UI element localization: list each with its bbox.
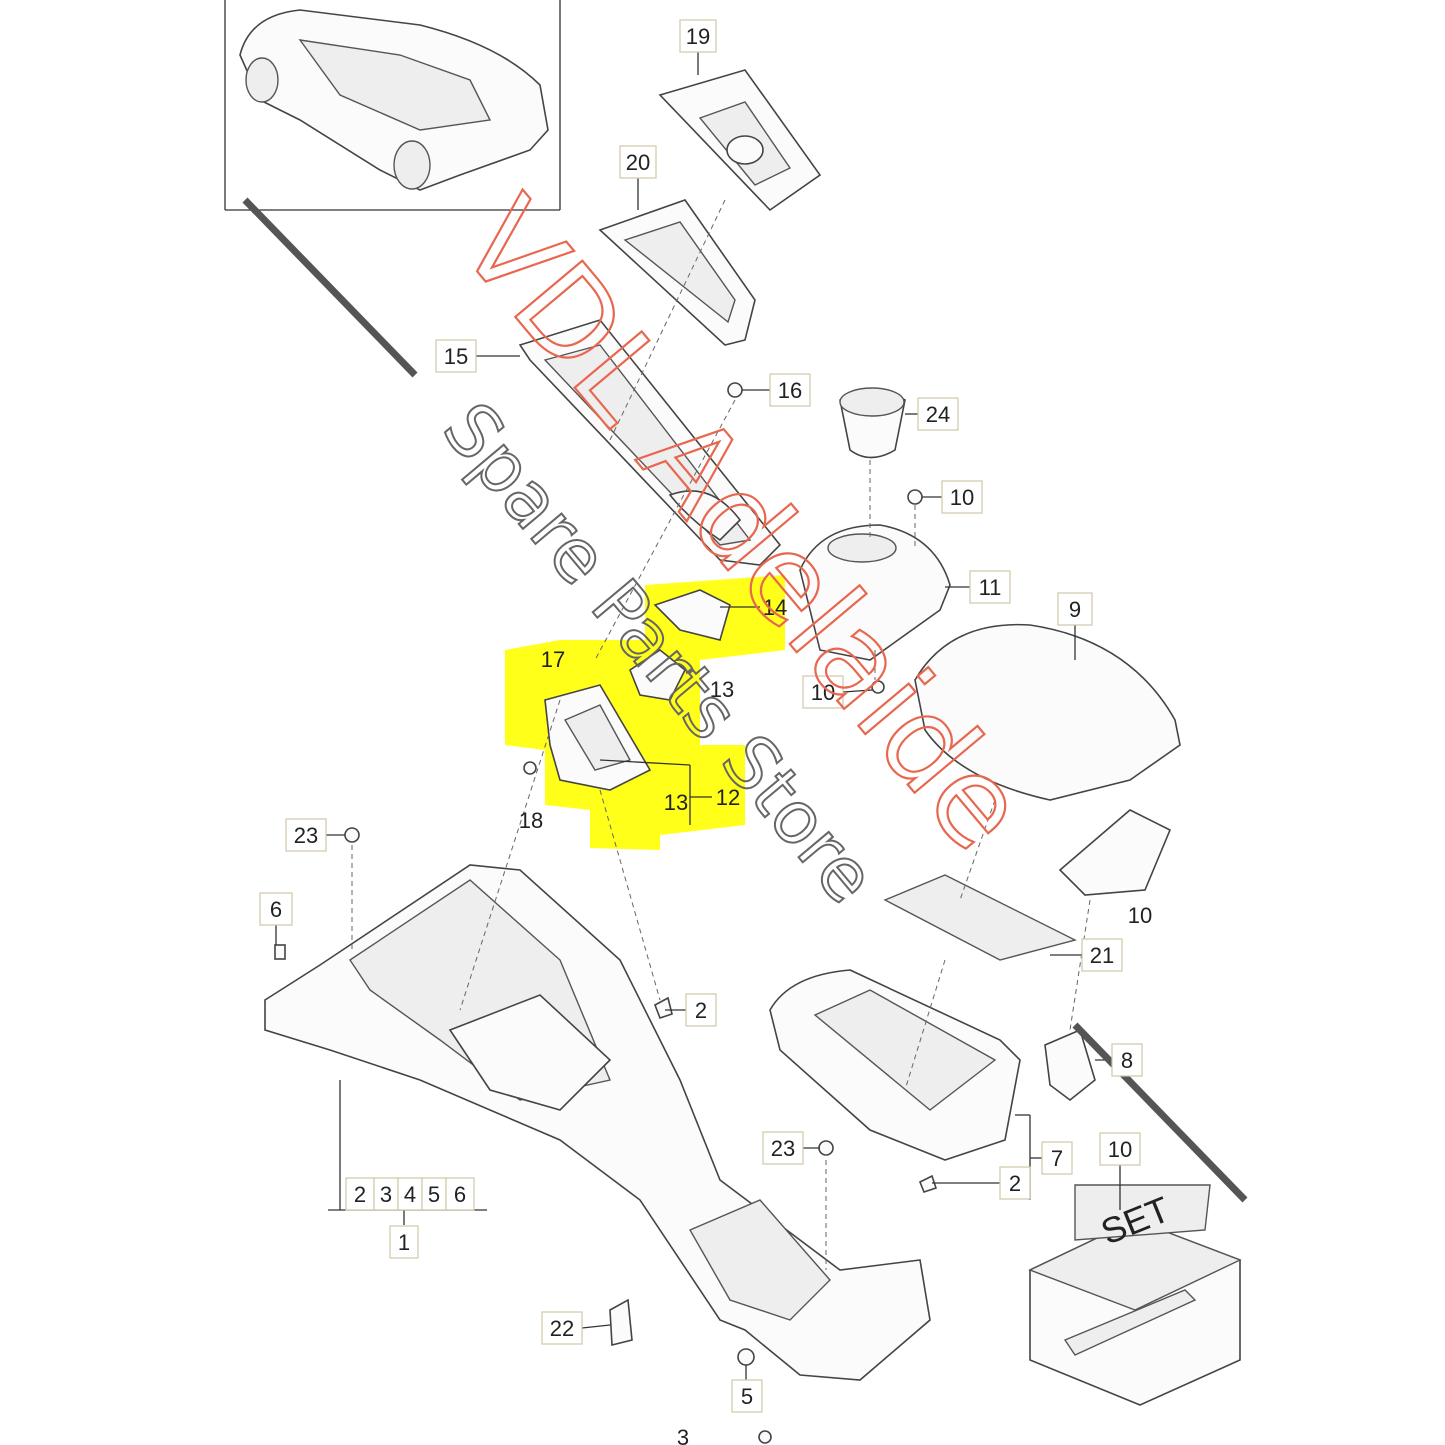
watermark-bar-right: [1072, 1022, 1248, 1203]
vehicle-thumbnail: [224, 0, 561, 211]
assembly-lines: [351, 199, 1091, 1270]
part-15-center-trim: [518, 319, 782, 566]
part-21-mat: [883, 874, 1077, 961]
svg-text:15: 15: [444, 344, 468, 369]
svg-text:5: 5: [741, 1384, 753, 1409]
callout-19: 19: [679, 19, 717, 53]
part-24-cup-holder: [839, 387, 906, 459]
callout-17: 17: [541, 647, 565, 672]
svg-text:10: 10: [1108, 1137, 1132, 1162]
callout-16: 16: [769, 373, 811, 407]
part-7-storage-bin: [769, 969, 1021, 1161]
svg-text:22: 22: [550, 1316, 574, 1341]
callout-13-lower: 13: [664, 790, 688, 815]
callout-7: 7: [1041, 1141, 1073, 1175]
part-10-hinge: [1058, 809, 1172, 896]
svg-text:10: 10: [811, 680, 835, 705]
callout-24: 24: [917, 397, 959, 431]
svg-text:6: 6: [270, 897, 282, 922]
callout-18: 18: [519, 808, 543, 833]
callout-2-upper: 2: [685, 993, 717, 1027]
svg-text:13: 13: [710, 677, 734, 702]
part-12-ashtray-housing: [544, 684, 652, 791]
part-9-armrest-lid: [914, 623, 1181, 801]
svg-text:18: 18: [519, 808, 543, 833]
svg-text:2: 2: [1009, 1171, 1021, 1196]
svg-text:3: 3: [677, 1425, 689, 1445]
callout-2-lower: 2: [999, 1166, 1031, 1200]
svg-text:6: 6: [454, 1182, 466, 1207]
svg-text:21: 21: [1090, 943, 1114, 968]
part-1-center-console: [264, 864, 931, 1381]
part-14-cover: [653, 589, 731, 641]
svg-text:23: 23: [771, 1136, 795, 1161]
watermark-bar-left: [242, 197, 418, 378]
svg-text:10: 10: [1128, 903, 1152, 928]
svg-text:14: 14: [763, 595, 787, 620]
part-8-bracket: [1044, 1028, 1096, 1102]
part-11-cup-holder-trim: [799, 524, 951, 661]
svg-text:24: 24: [926, 402, 950, 427]
svg-text:4: 4: [404, 1182, 416, 1207]
callout-8: 8: [1111, 1043, 1143, 1077]
svg-text:3: 3: [380, 1182, 392, 1207]
callout-15: 15: [435, 339, 477, 373]
callout-10-hinge: 10: [1128, 903, 1152, 928]
callout-10-upper: 10: [941, 480, 983, 514]
svg-text:20: 20: [626, 150, 650, 175]
callout-10-set: 10: [1099, 1132, 1141, 1166]
callout-11: 11: [969, 570, 1011, 604]
fasteners: [274, 382, 938, 1444]
svg-text:2: 2: [354, 1182, 366, 1207]
part-10-tool-set: SET: [1028, 1184, 1242, 1406]
svg-text:11: 11: [979, 575, 1002, 600]
part-19-trim-panel: [658, 69, 822, 212]
callout-14: 14: [763, 595, 787, 620]
svg-text:17: 17: [541, 647, 565, 672]
svg-text:19: 19: [686, 24, 710, 49]
callout-3: 3: [677, 1425, 689, 1445]
svg-text:2: 2: [695, 998, 707, 1023]
callout-9: 9: [1057, 592, 1093, 626]
callout-22: 22: [541, 1311, 583, 1345]
svg-text:16: 16: [778, 378, 802, 403]
svg-text:12: 12: [716, 785, 740, 810]
svg-text:1: 1: [398, 1230, 410, 1255]
svg-text:9: 9: [1069, 597, 1081, 622]
callout-5: 5: [731, 1379, 763, 1413]
svg-text:10: 10: [950, 485, 974, 510]
part-20-trim-frame: [598, 199, 756, 346]
callout-23-upper: 23: [285, 818, 327, 852]
callout-13-upper: 13: [710, 677, 734, 702]
callout-21: 21: [1081, 938, 1123, 972]
svg-text:5: 5: [428, 1182, 440, 1207]
callout-20: 20: [619, 145, 657, 179]
svg-text:13: 13: [664, 790, 688, 815]
svg-text:7: 7: [1051, 1146, 1063, 1171]
callout-10-middle: 10: [802, 675, 844, 709]
callout-6: 6: [259, 892, 293, 926]
svg-text:8: 8: [1121, 1048, 1133, 1073]
callout-23-lower: 23: [762, 1131, 804, 1165]
svg-text:23: 23: [294, 823, 318, 848]
callout-12: 12: [716, 785, 740, 810]
callout-group-1: 2 3 4 5 6 1: [345, 1177, 475, 1259]
part-13-insert: [629, 649, 687, 701]
